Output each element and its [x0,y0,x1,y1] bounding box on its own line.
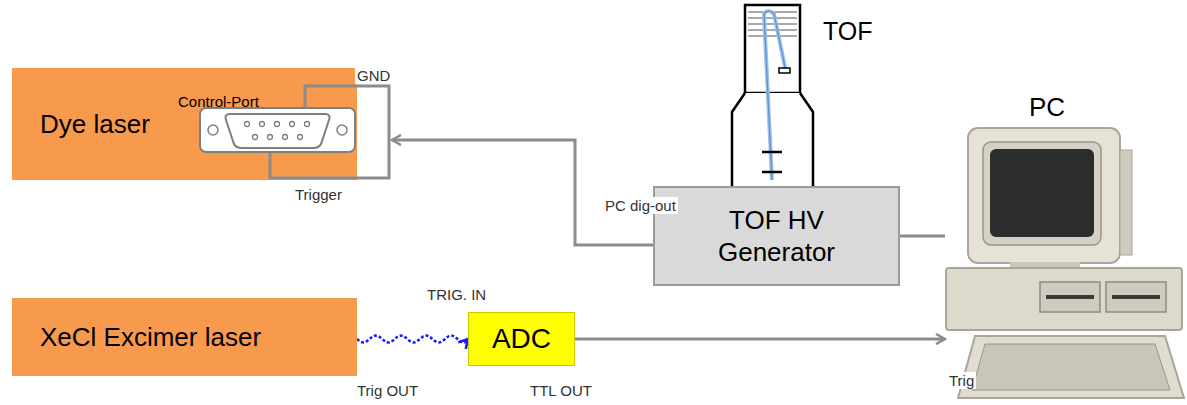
signal-wire [392,140,653,245]
signal-label: TTL OUT [528,382,594,399]
signal-label: TRIG. IN [425,286,488,303]
hv-generator-box: TOF HV Generator [653,186,900,286]
signal-label: Trig OUT [355,382,420,399]
pc: PC [945,125,1182,400]
signal-wire [575,338,945,341]
node-text: Control-Port [178,93,259,110]
node-text: TOF [823,17,873,46]
adc-box: ADC [468,312,575,366]
pc-illustration [946,128,1184,398]
signal-label: Trig [947,372,976,389]
trigger-cable [357,336,468,343]
control-port: Control-Port [175,90,392,182]
node-text: Dye laser [40,109,150,140]
laser-box: XeCl Excimer laser [12,298,357,376]
node-text: ADC [492,323,551,355]
signal-label: Trigger [293,186,344,203]
signal-wire [900,235,945,238]
laser-box: Dye laser Control-Port [12,68,357,180]
edge-label: PC dig-out [603,197,678,214]
node-text: XeCl Excimer laser [40,322,261,353]
signal-label: GND [355,67,392,84]
tof-tube: TOF [728,3,818,188]
node-text: TOF HV Generator [689,204,864,269]
tof-tube [732,5,813,188]
node-text: PC [1029,92,1065,123]
